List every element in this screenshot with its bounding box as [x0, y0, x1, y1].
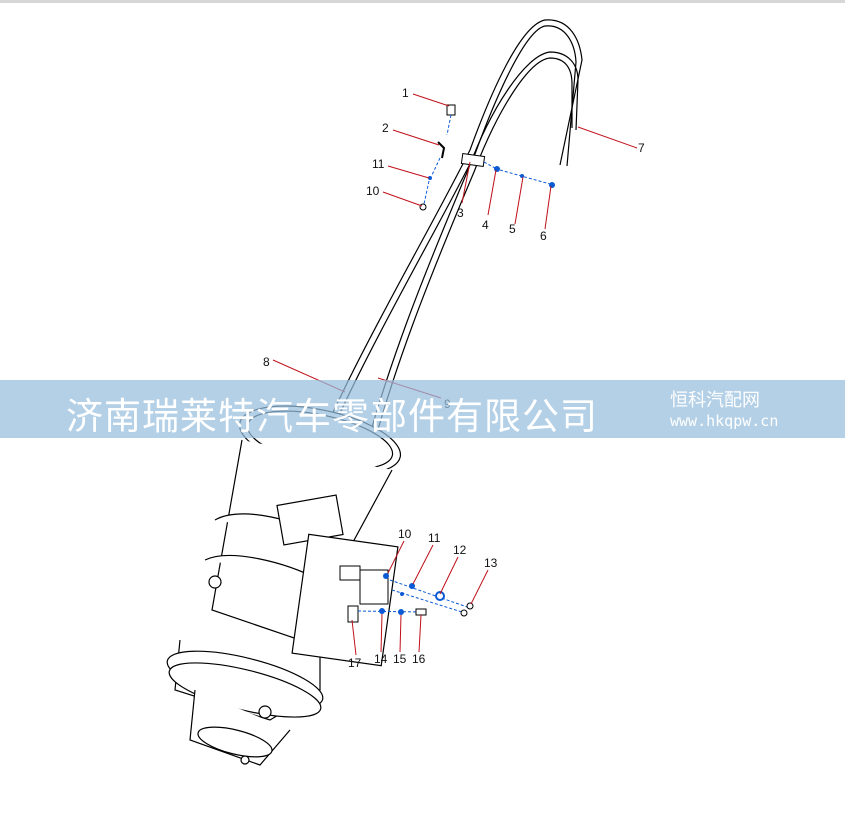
callout-numbers: 1 2 11 10 3 4 5 6 7 8 9 10 11 12 13 17 1… — [263, 86, 645, 670]
watermark-banner: 济南瑞莱特汽车零部件有限公司 恒科汽配网 www.hkqpw.cn — [0, 380, 845, 438]
callout-13: 13 — [484, 556, 498, 570]
callout-2: 2 — [382, 121, 389, 135]
watermark-url: www.hkqpw.cn — [670, 412, 779, 430]
callout-1: 1 — [402, 86, 409, 100]
leader-lines — [272, 93, 638, 656]
callout-11: 11 — [372, 157, 385, 171]
callout-3: 3 — [457, 206, 464, 220]
top-border — [0, 0, 845, 3]
callout-7: 7 — [638, 141, 645, 155]
callout-10b: 10 — [398, 527, 412, 541]
callout-17: 17 — [348, 656, 362, 670]
callout-14: 14 — [374, 652, 388, 666]
callout-4: 4 — [482, 218, 489, 232]
callout-12: 12 — [453, 543, 467, 557]
callout-15: 15 — [393, 652, 407, 666]
watermark-site-name: 恒科汽配网 — [670, 390, 760, 411]
callout-16: 16 — [412, 652, 426, 666]
bottom-fittings — [339, 565, 474, 623]
callout-10: 10 — [366, 184, 380, 198]
callout-5: 5 — [509, 222, 516, 236]
cable-assembly — [295, 19, 583, 503]
callout-11b: 11 — [428, 531, 441, 545]
callout-8: 8 — [263, 355, 270, 369]
callout-6: 6 — [540, 229, 547, 243]
watermark-company: 济南瑞莱特汽车零部件有限公司 — [66, 395, 598, 438]
